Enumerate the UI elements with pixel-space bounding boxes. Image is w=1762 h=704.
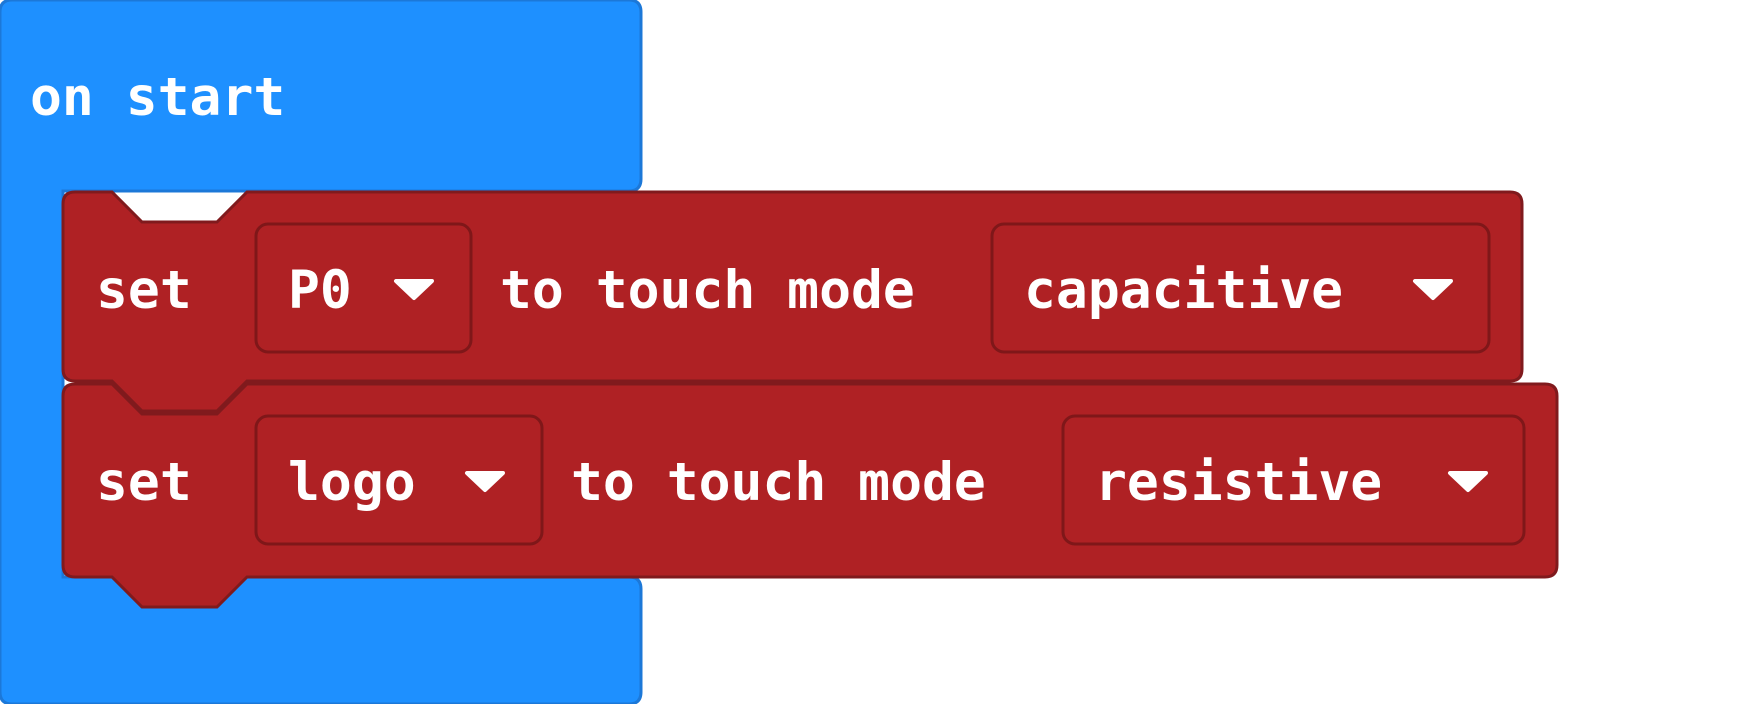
set-label: set — [96, 452, 192, 513]
pin-dropdown-bg[interactable] — [254, 414, 544, 546]
to-touch-mode-label: to touch mode — [571, 452, 986, 513]
pin-dropdown-value: P0 — [288, 260, 352, 321]
on-start-block-shape[interactable] — [0, 0, 643, 704]
set-touch-mode-block[interactable]: set logo to touch mode resistive — [61, 382, 1559, 609]
on-start-block[interactable]: on start — [0, 0, 643, 704]
dropdown-triangle-icon — [394, 279, 434, 300]
on-start-label: on start — [30, 67, 285, 128]
touch-mode-dropdown-value: resistive — [1095, 452, 1382, 513]
dropdown-triangle-icon — [1448, 471, 1488, 492]
dropdown-triangle-icon — [1413, 279, 1453, 300]
touch-mode-dropdown-bg[interactable] — [1061, 414, 1526, 546]
pin-dropdown-value: logo — [288, 452, 416, 513]
pin-dropdown[interactable]: logo — [254, 414, 544, 546]
dropdown-triangle-icon — [465, 471, 505, 492]
touch-mode-dropdown-bg[interactable] — [990, 222, 1491, 354]
pin-dropdown-bg[interactable] — [254, 222, 473, 354]
set-touch-mode-block[interactable]: set P0 to touch mode capacitive — [61, 190, 1524, 413]
touch-mode-dropdown[interactable]: capacitive — [990, 222, 1491, 354]
touch-mode-dropdown[interactable]: resistive — [1061, 414, 1526, 546]
pin-dropdown[interactable]: P0 — [254, 222, 473, 354]
touch-mode-dropdown-value: capacitive — [1024, 260, 1343, 321]
to-touch-mode-label: to touch mode — [500, 260, 915, 321]
set-label: set — [96, 260, 192, 321]
